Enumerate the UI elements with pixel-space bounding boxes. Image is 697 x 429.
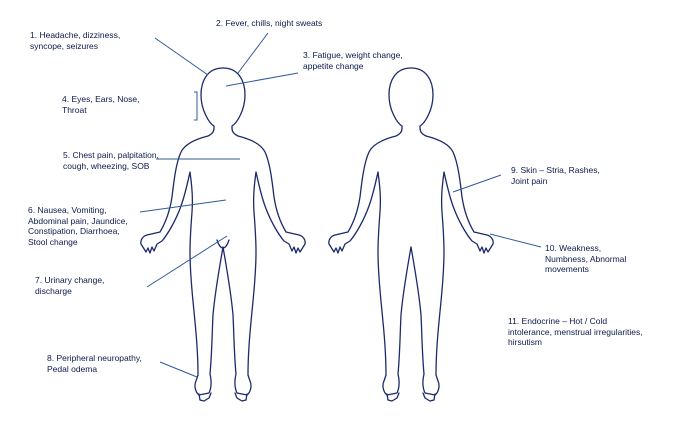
label-5-chest: 5. Chest pain, palpitation,cough, wheezi… [63,150,159,171]
leader-lines [139,32,542,378]
label-6-gastro: 6. Nausea, Vomiting,Abdominal pain, Jaun… [28,205,128,247]
label-1-neurological: 1. Headache, dizziness,syncope, seizures [30,30,121,51]
leader-bracket-4 [194,91,198,121]
label-7-urinary: 7. Urinary change,discharge [35,275,105,296]
leader-line-3 [225,72,299,87]
label-4-ent: 4. Eyes, Ears, Nose,Throat [62,94,140,115]
back-body-figure [328,67,494,402]
leader-line-10 [489,233,542,248]
leader-line-1 [154,37,209,76]
label-2-fever: 2. Fever, chills, night sweats [216,18,323,28]
leader-line-6 [139,199,227,213]
leader-line-7 [146,235,228,288]
leader-line-9 [452,174,502,193]
leader-line-2 [237,32,269,74]
front-body-figure [140,67,306,402]
leader-line-8 [159,361,198,378]
label-3-fatigue: 3. Fatigue, weight change,appetite chang… [303,50,403,71]
label-9-skin: 9. Skin – Stria, Rashes,Joint pain [511,165,600,186]
label-8-peripheral: 8. Peripheral neuropathy,Pedal odema [47,353,142,374]
